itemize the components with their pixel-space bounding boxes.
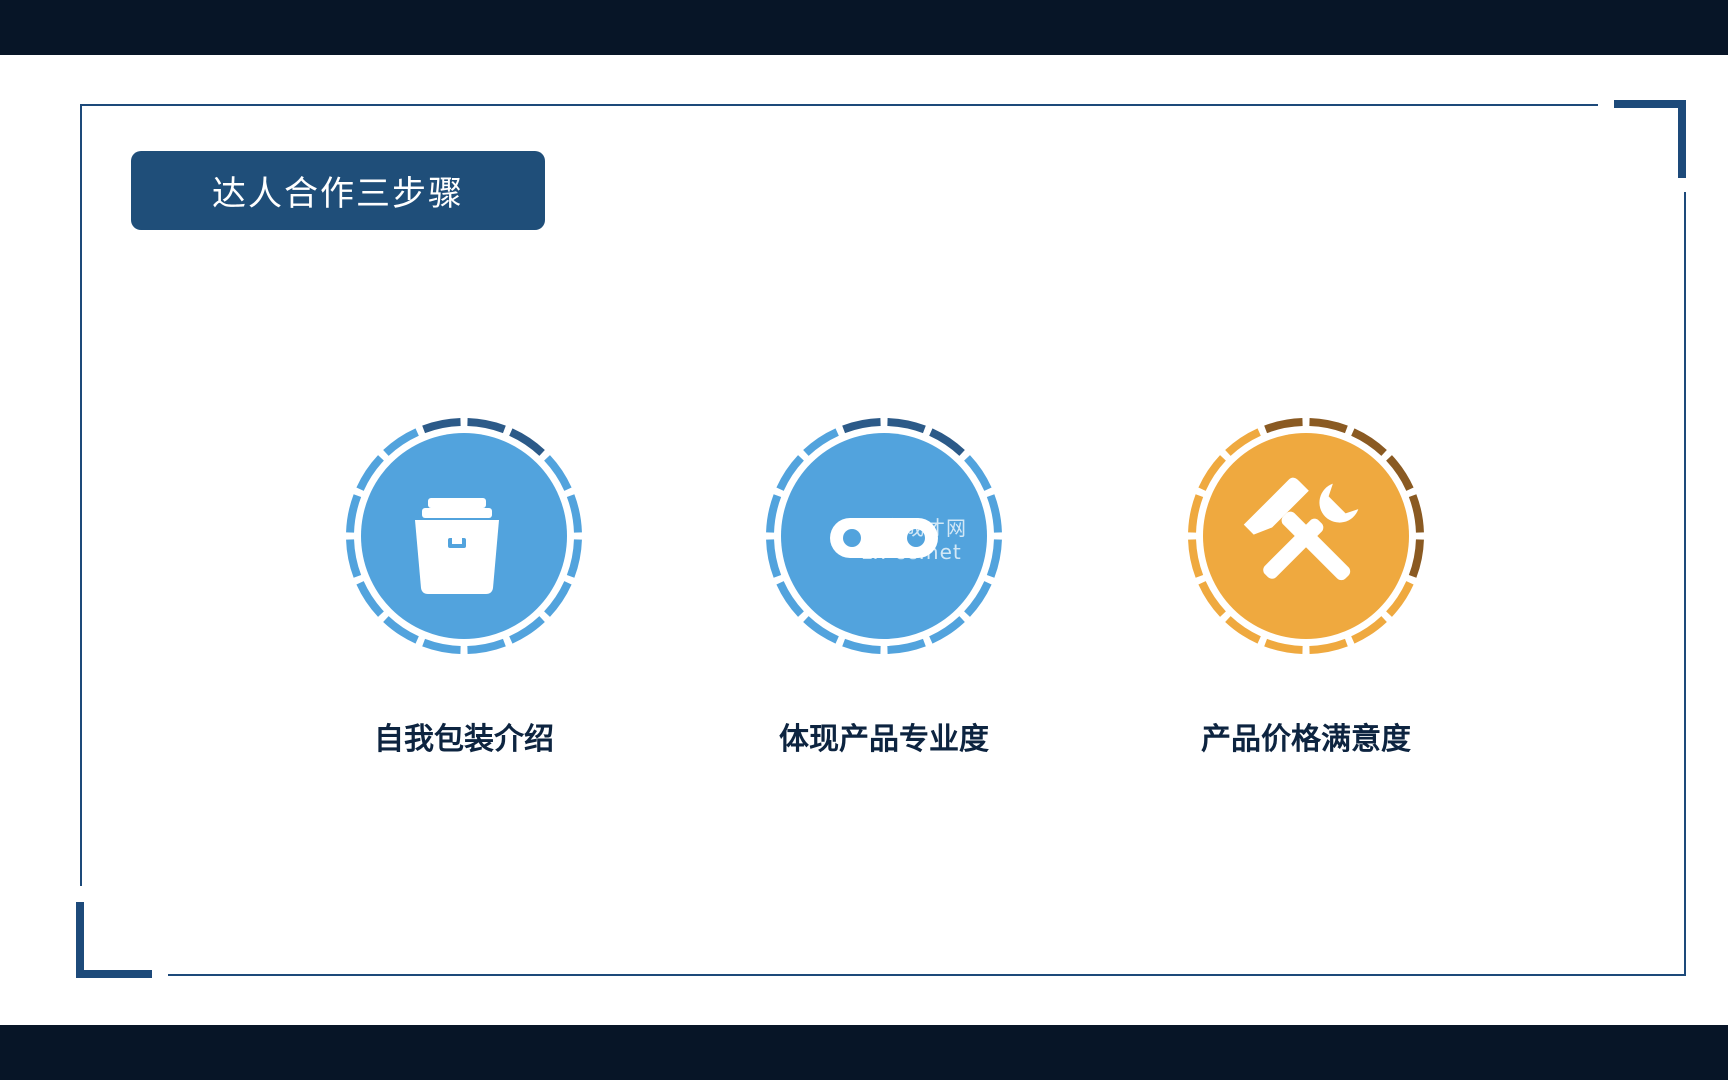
frame-line-left	[80, 104, 82, 886]
ring-segment	[346, 494, 362, 533]
ring-segment	[1351, 428, 1387, 456]
ring-segment	[467, 638, 506, 654]
step-3-label: 产品价格满意度	[1201, 722, 1411, 757]
hammer-wrench-icon	[1243, 477, 1359, 581]
ring-segment	[383, 428, 419, 456]
slide-title: 达人合作三步骤	[212, 174, 464, 214]
ring-segment	[422, 418, 461, 434]
ring-segment	[1225, 428, 1261, 456]
ring-segment	[346, 539, 362, 578]
frame-line-right	[1684, 192, 1686, 976]
ring-segment	[766, 494, 782, 533]
ring-segment	[422, 638, 461, 654]
ring-segment	[1264, 418, 1303, 434]
ring-segment	[566, 539, 582, 578]
ring-segment	[803, 616, 839, 644]
ring-segment	[1188, 539, 1204, 578]
ring-segment	[1198, 455, 1226, 491]
ring-segment	[1225, 616, 1261, 644]
ring-segment	[1309, 418, 1348, 434]
slide-title-box: 达人合作三步骤	[131, 151, 545, 230]
ring-segment	[1309, 638, 1348, 654]
ring-segment	[509, 616, 545, 644]
ring-segment	[1408, 539, 1424, 578]
ring-segment	[964, 581, 992, 617]
ring-segment	[964, 455, 992, 491]
ring-segment	[1408, 494, 1424, 533]
ring-segment	[887, 638, 926, 654]
watermark-line-2: zx-cc.net	[862, 540, 962, 564]
ring-segment	[356, 581, 384, 617]
watermark: 自学成才网 zx-cc.net	[862, 516, 982, 564]
corner-bracket-top-right	[1614, 100, 1686, 178]
ring-segment	[1198, 581, 1226, 617]
ring-segment	[356, 455, 384, 491]
archive-box-icon	[415, 498, 499, 594]
ring-segment	[1351, 616, 1387, 644]
ring-segment	[1264, 638, 1303, 654]
ring-segment	[383, 616, 419, 644]
ring-segment	[766, 539, 782, 578]
watermark-line-1: 自学成才网	[862, 516, 967, 540]
step-2-label: 体现产品专业度	[779, 722, 989, 757]
ring-segment	[467, 418, 506, 434]
ring-segment	[986, 539, 1002, 578]
ring-segment	[986, 494, 1002, 533]
ring-segment	[887, 418, 926, 434]
frame-line-bottom	[168, 974, 1686, 976]
ring-segment	[842, 418, 881, 434]
step-2-badge	[766, 418, 1002, 654]
ring-segment	[1188, 494, 1204, 533]
step-1-label: 自我包装介绍	[374, 722, 554, 757]
ring-segment	[1386, 581, 1414, 617]
ring-segment	[776, 455, 804, 491]
step-3-badge	[1188, 418, 1424, 654]
corner-bracket-bottom-left	[76, 902, 152, 978]
frame-line-top	[80, 104, 1598, 106]
top-letterbox-bar	[0, 0, 1728, 55]
ring-segment	[842, 638, 881, 654]
infinity-link-icon	[830, 518, 938, 558]
step-1-badge	[346, 418, 582, 654]
ring-segment	[803, 428, 839, 456]
ring-segment	[1386, 455, 1414, 491]
ring-segment	[776, 581, 804, 617]
ring-segment	[544, 581, 572, 617]
ring-segment	[566, 494, 582, 533]
ring-segment	[544, 455, 572, 491]
ring-segment	[929, 616, 965, 644]
ring-segment	[509, 428, 545, 456]
bottom-letterbox-bar	[0, 1025, 1728, 1080]
ring-segment	[929, 428, 965, 456]
